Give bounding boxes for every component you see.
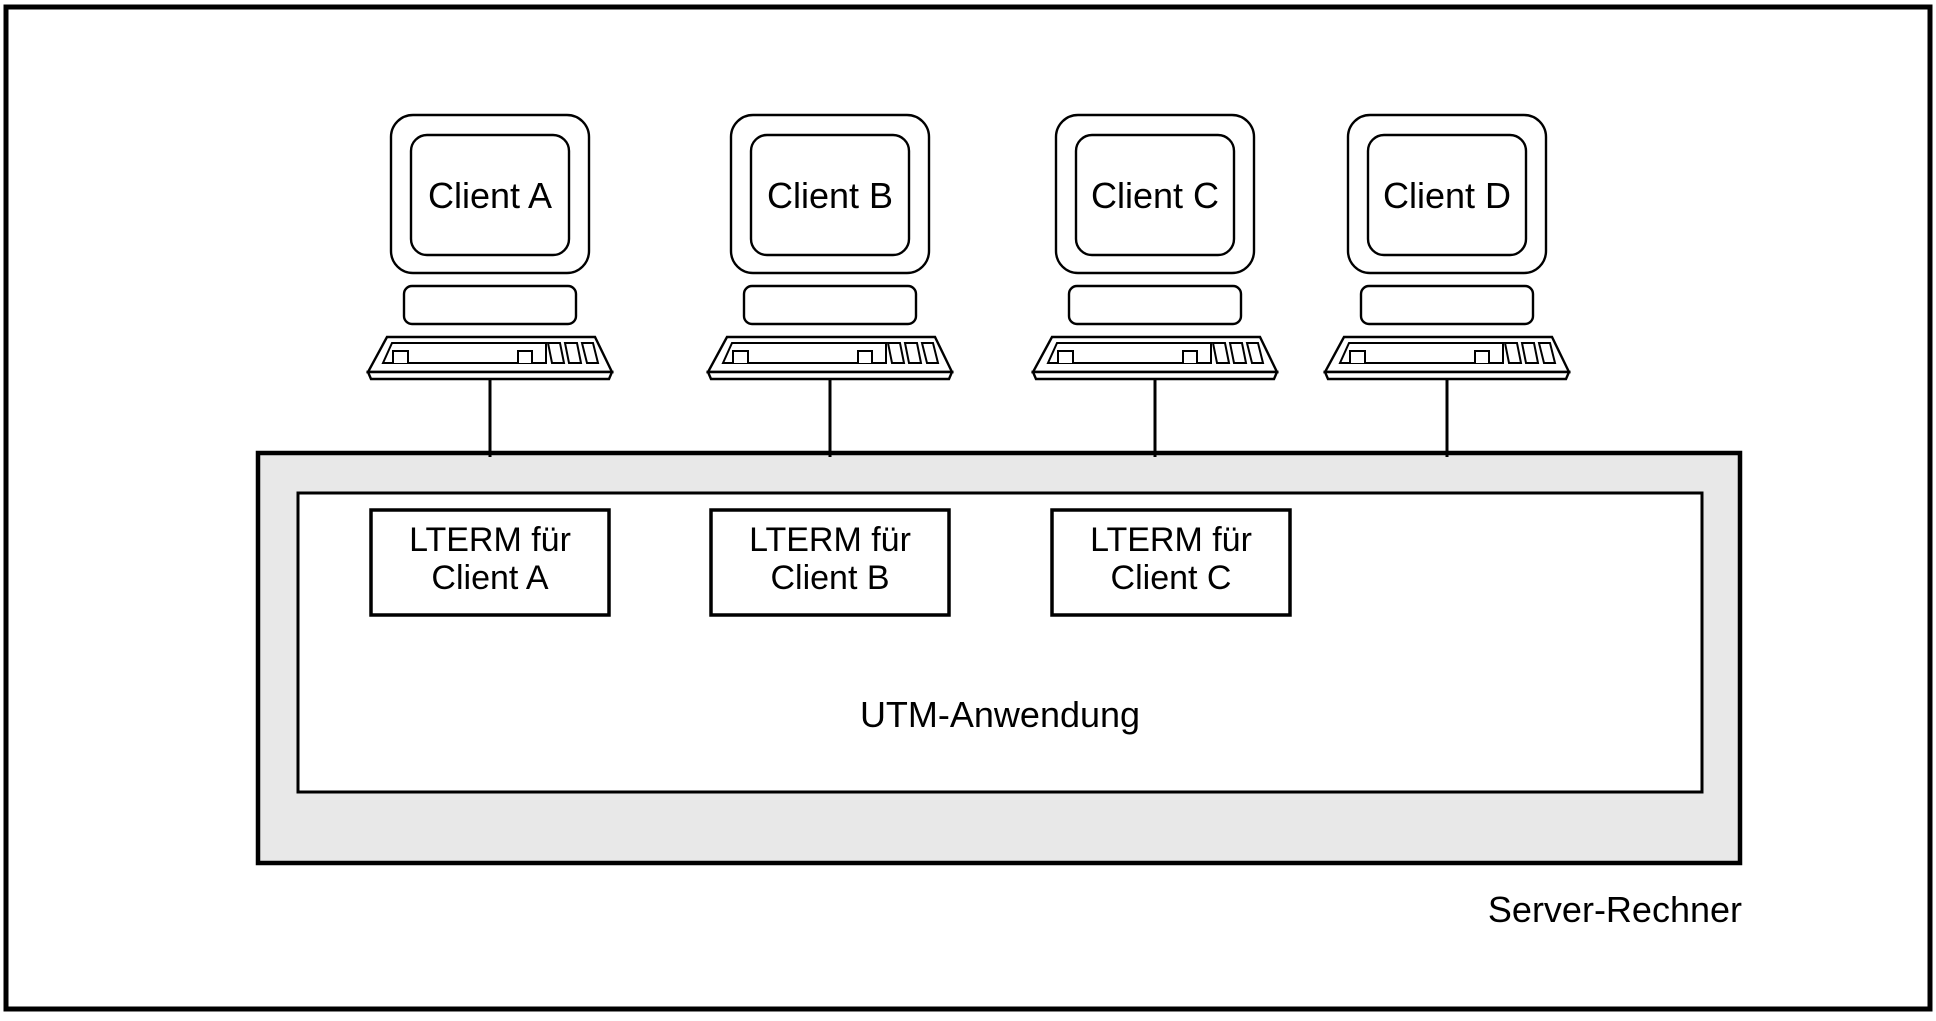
client-b-label: Client B bbox=[767, 175, 893, 216]
lterm-box-rect bbox=[1050, 508, 1292, 617]
client-d-label: Client D bbox=[1383, 175, 1511, 216]
lterm-box-client-a: LTERM für Client A bbox=[369, 508, 611, 617]
client-b-group: Client B bbox=[706, 113, 954, 459]
client-a-group: Client A bbox=[366, 113, 614, 459]
computer-icon bbox=[706, 113, 954, 459]
client-c-group: Client C bbox=[1031, 113, 1279, 459]
lterm-label-line1: LTERM für bbox=[409, 521, 571, 559]
client-a-label: Client A bbox=[428, 175, 552, 216]
lterm-label-line2: Client C bbox=[1111, 559, 1232, 597]
computer-icon bbox=[1031, 113, 1279, 459]
server-box: UTM-Anwendung Server-Rechner bbox=[255, 450, 1743, 930]
lterm-box-client-c: LTERM für Client C bbox=[1050, 508, 1292, 617]
utm-application-label: UTM-Anwendung bbox=[860, 694, 1140, 735]
computer-icon bbox=[1323, 113, 1571, 459]
lterm-label-line2: Client A bbox=[431, 559, 548, 597]
lterm-label-line1: LTERM für bbox=[749, 521, 911, 559]
lterm-box-rect bbox=[369, 508, 611, 617]
computer-icon bbox=[366, 113, 614, 459]
client-c-label: Client C bbox=[1091, 175, 1219, 216]
lterm-label-line2: Client B bbox=[770, 559, 889, 597]
server-host-label: Server-Rechner bbox=[1488, 889, 1742, 930]
lterm-label-line1: LTERM für bbox=[1090, 521, 1252, 559]
lterm-box-rect bbox=[709, 508, 951, 617]
client-d-group: Client D bbox=[1323, 113, 1571, 459]
page-frame bbox=[3, 4, 1933, 1012]
lterm-box-client-b: LTERM für Client B bbox=[709, 508, 951, 617]
